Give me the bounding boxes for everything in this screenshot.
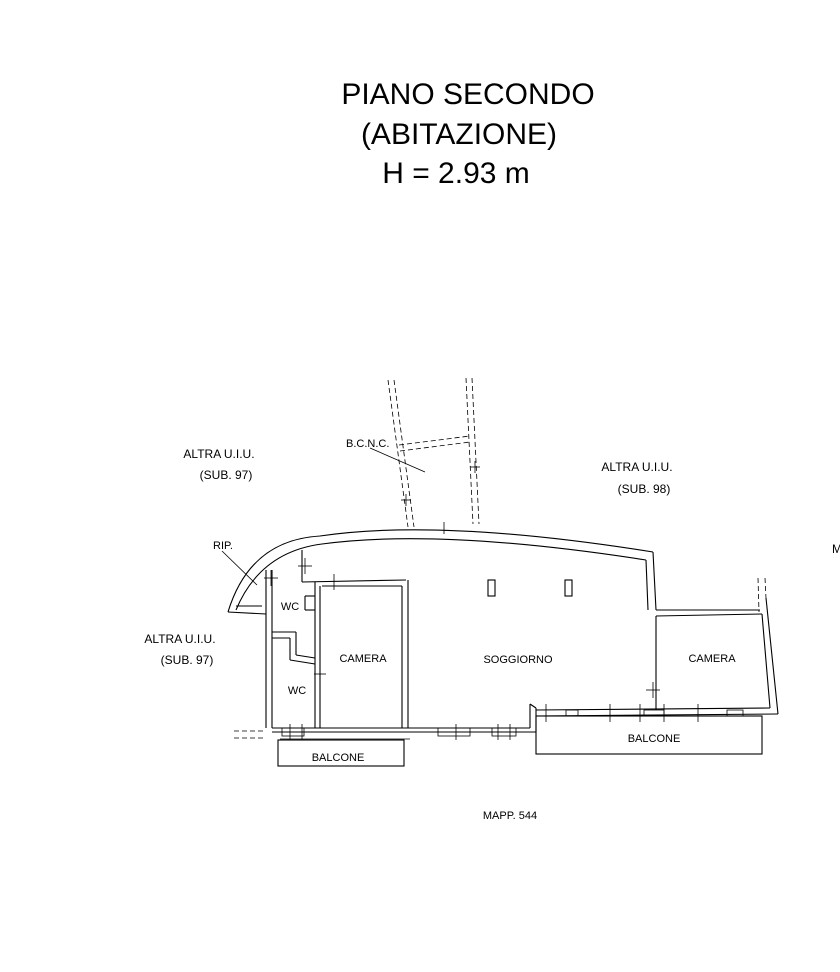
neighbour-left-top-sub: (SUB. 97) [200,468,253,482]
room-wc-upper: WC [281,601,299,613]
balcony-right [535,715,763,755]
bcnc-corridor [369,377,480,528]
neighbour-left-mid-sub: (SUB. 97) [161,653,214,667]
bcnc-label: B.C.N.C. [346,438,389,450]
neighbour-left-mid-label: ALTRA U.I.U. [144,632,215,646]
room-balcone-right: BALCONE [628,733,681,745]
rip-leader [221,550,258,586]
room-camera-left: CAMERA [339,653,387,665]
room-camera-right: CAMERA [688,653,736,665]
title-usage: (ABITAZIONE) [361,118,557,151]
title-floor: PIANO SECONDO [341,78,594,111]
neighbour-left-top-label: ALTRA U.I.U. [183,447,254,461]
exterior-walls [227,529,657,740]
pillar-left [487,579,496,597]
mapp-label: MAPP. 544 [483,810,537,822]
room-wc-lower: WC [288,685,306,697]
pillar-right [564,579,573,597]
title-block: PIANO SECONDO (ABITAZIONE) H = 2.93 m [341,78,594,190]
edge-cut-label: M [832,542,840,556]
neighbour-right-top-sub: (SUB. 98) [618,482,671,496]
interior-walls [272,550,779,732]
balcony-left [277,739,405,767]
opening-marks [264,522,744,740]
rip-label: RIP. [213,540,233,552]
room-soggiorno: SOGGIORNO [483,654,553,666]
title-height: H = 2.93 m [382,157,530,190]
neighbour-right-top-label: ALTRA U.I.U. [601,460,672,474]
room-balcone-left: BALCONE [312,752,365,764]
